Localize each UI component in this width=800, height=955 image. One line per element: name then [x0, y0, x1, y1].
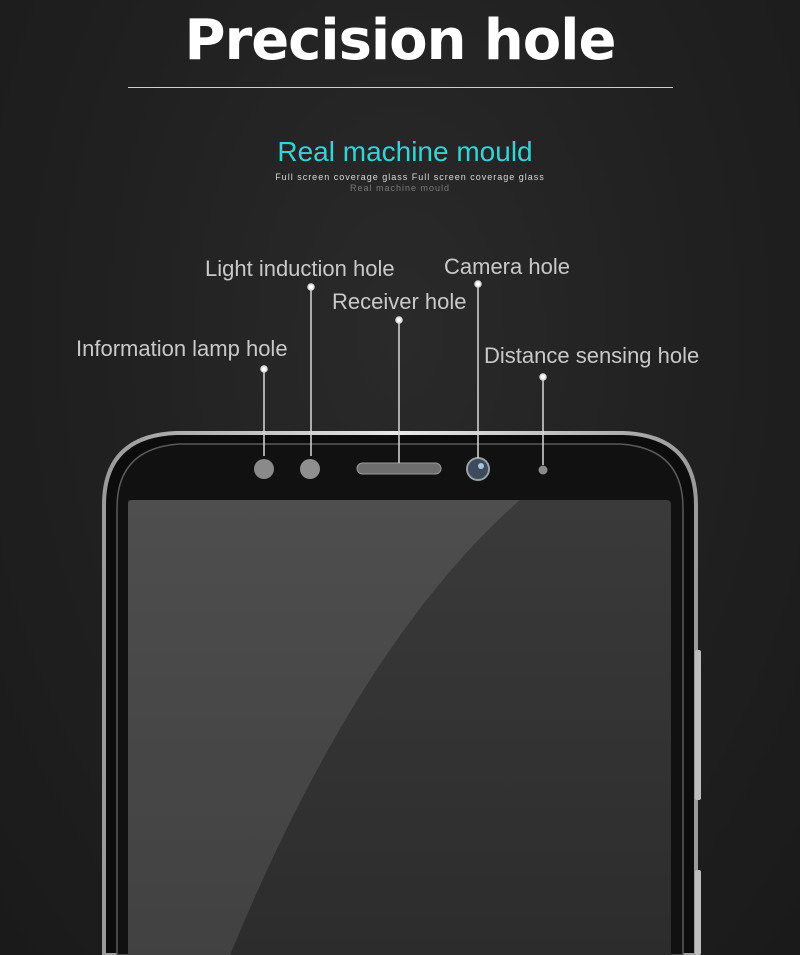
title-divider	[128, 87, 673, 88]
camera-lens-highlight	[478, 463, 484, 469]
label-distance-sensing-hole: Distance sensing hole	[484, 343, 700, 368]
label-receiver-hole: Receiver hole	[332, 289, 467, 314]
screen-glare	[128, 500, 520, 955]
subtitle-caption-1: Full screen coverage glass Full screen c…	[275, 172, 545, 182]
label-light-induction-hole: Light induction hole	[205, 256, 395, 281]
camera-hole	[466, 457, 490, 481]
distance-sensing-hole	[538, 465, 548, 475]
information-lamp-hole	[254, 459, 274, 479]
page-title: Precision hole	[184, 8, 617, 73]
subtitle-caption-2: Real machine mould	[349, 183, 451, 193]
side-button-upper	[695, 650, 701, 800]
light-induction-hole	[300, 459, 320, 479]
side-button-lower	[695, 870, 701, 955]
label-camera-hole: Camera hole	[444, 254, 570, 279]
subtitle: Real machine mould	[277, 136, 533, 167]
receiver-hole	[356, 462, 442, 475]
phone-screen	[128, 500, 671, 955]
label-information-lamp-hole: Information lamp hole	[76, 336, 288, 361]
